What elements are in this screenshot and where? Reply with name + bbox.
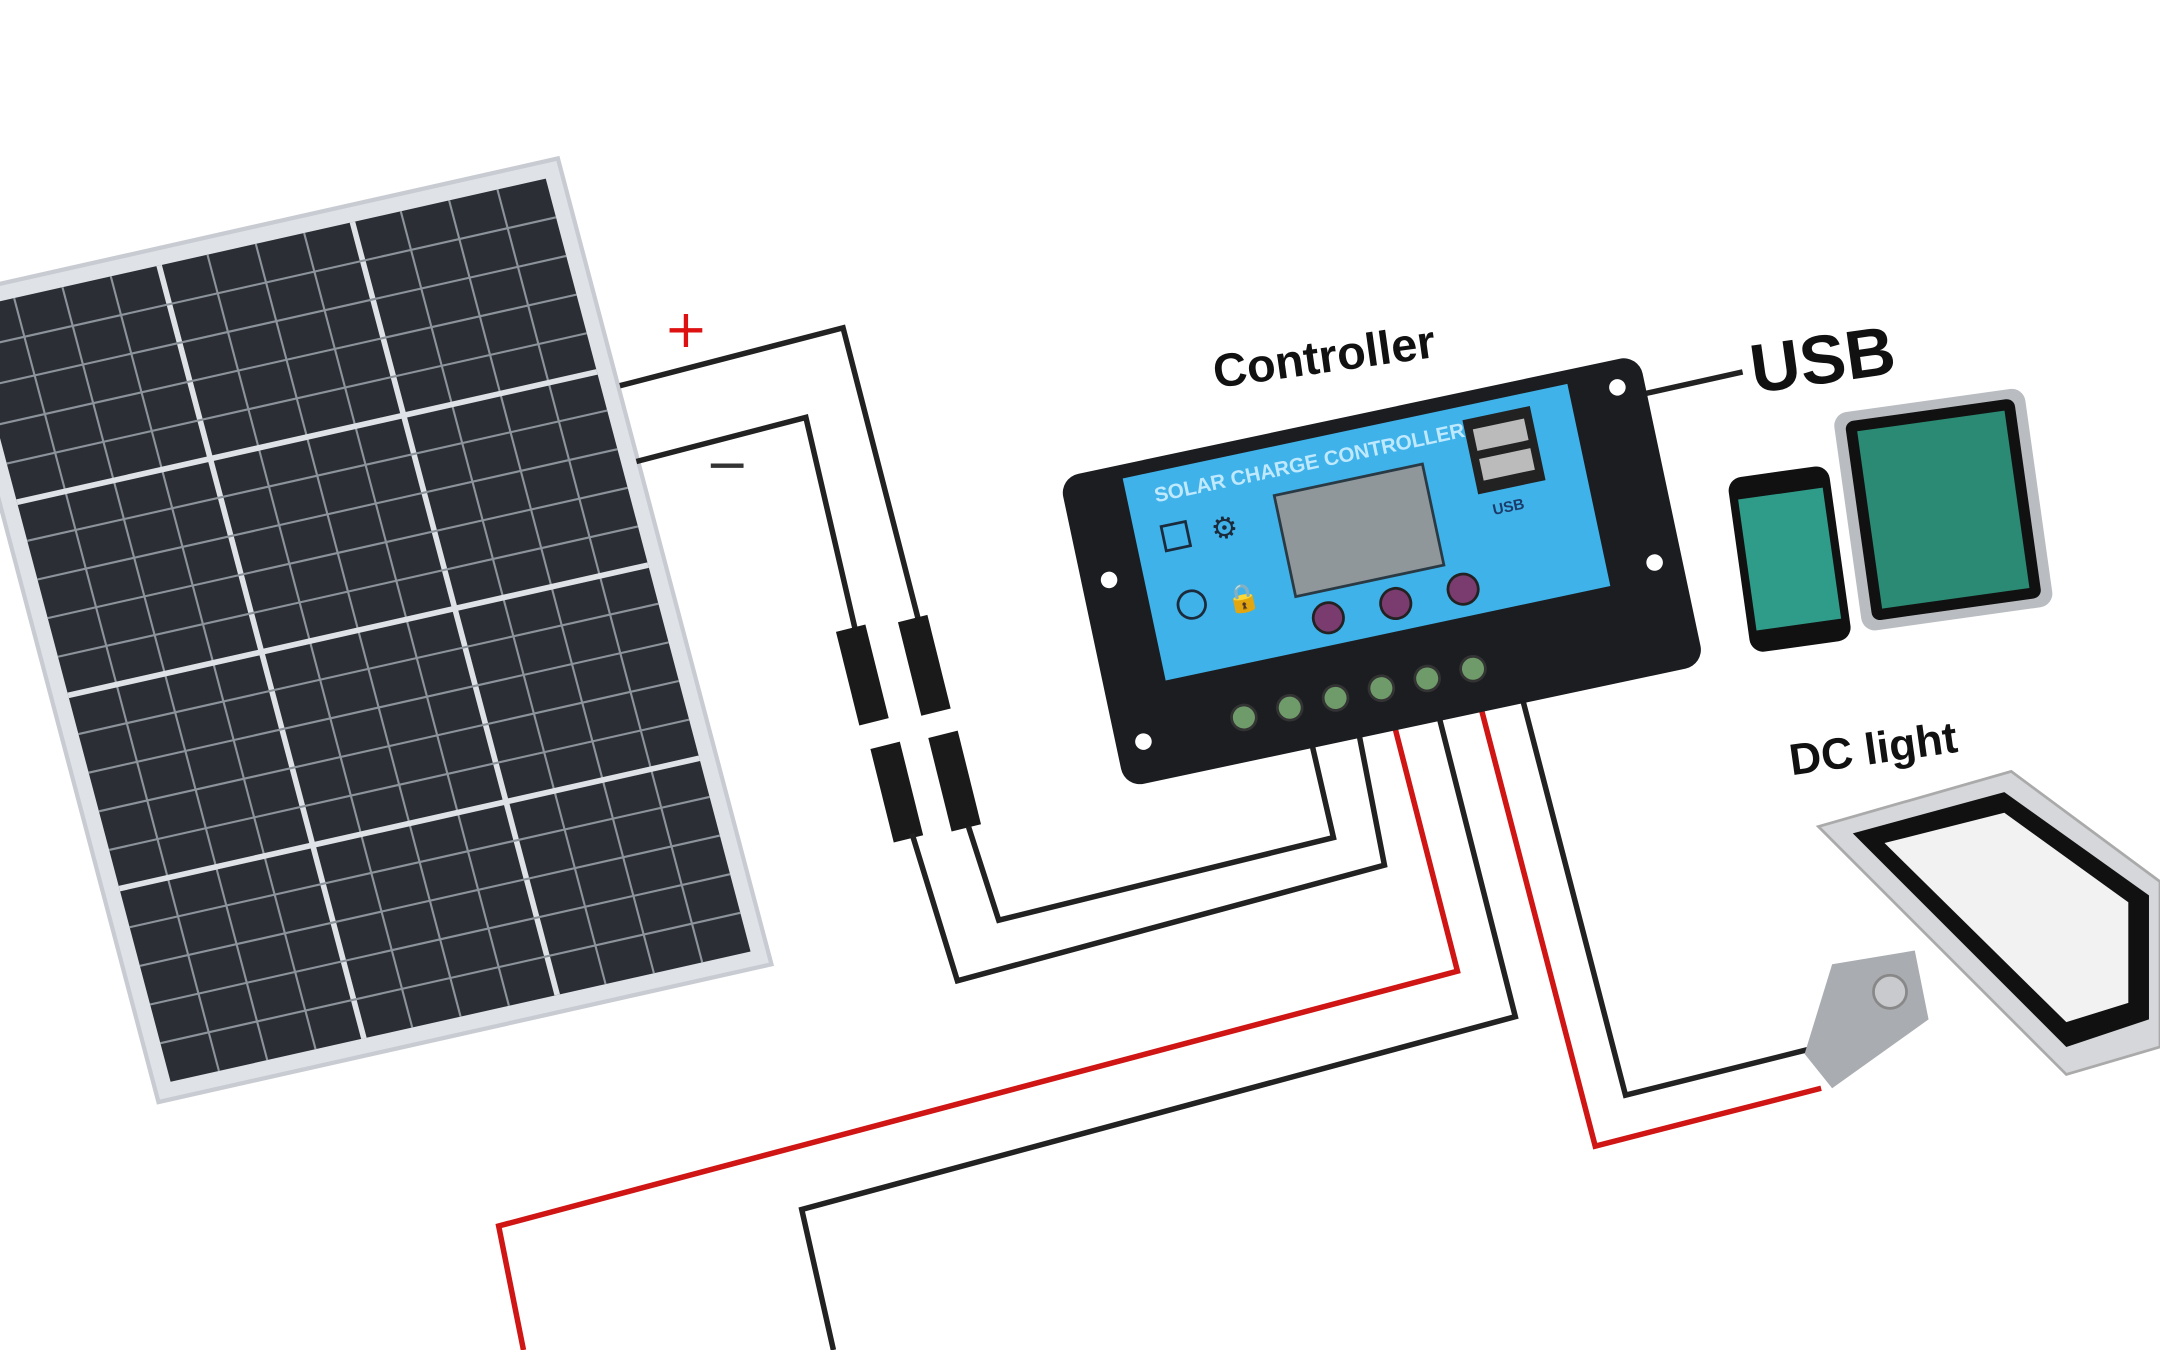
gear-icon: ⚙: [1208, 509, 1242, 549]
mount-hole: [1609, 379, 1626, 396]
usb-port[interactable]: [1472, 418, 1529, 451]
negative-wire-controller: [909, 722, 1388, 985]
panel-grid-line: [139, 834, 721, 967]
terminal-block: [1230, 654, 1487, 732]
plus-sign: +: [664, 299, 708, 360]
mc4-connector: [870, 741, 924, 843]
battery-positive-wire: [495, 712, 1461, 1350]
terminal-screw: [1275, 693, 1304, 722]
panel-grid-line: [0, 254, 567, 388]
minus-sign: −: [705, 434, 749, 495]
smartphone: [1728, 466, 1851, 652]
negative-wire-panel: [635, 414, 860, 638]
up-button[interactable]: [1378, 586, 1414, 622]
load-positive-wire: [1474, 690, 1822, 1150]
light-lens: [1884, 812, 2129, 1023]
panel-grid-line: [108, 718, 690, 851]
panel-grid-line: [129, 795, 710, 929]
panel-grid-line: [118, 755, 701, 892]
load-negative-wire: [1515, 681, 1809, 1099]
terminal-screw: [1367, 674, 1396, 703]
charge-controller: SOLAR CHARGE CONTROLLER USB ⚙ 🔒: [1062, 358, 1701, 785]
panel-grid-line: [98, 679, 680, 813]
mc4-connector: [835, 624, 889, 726]
down-button[interactable]: [1445, 571, 1481, 607]
panel-grid-line: [160, 911, 741, 1045]
lcd-screen: [1272, 462, 1446, 599]
dc-light-label: DC light: [1786, 713, 1960, 785]
terminal-screw: [1321, 684, 1350, 712]
clock-icon: [1176, 589, 1207, 620]
usb-label: USB: [1745, 311, 1900, 407]
mc4-connector: [928, 730, 982, 832]
panel-grid-line: [0, 293, 577, 426]
panel-grid-line: [149, 873, 731, 1006]
mount-hole: [1646, 554, 1663, 571]
panel-grid-line: [88, 641, 669, 774]
terminal-screw: [1230, 703, 1258, 732]
controller-label: Controller: [1210, 315, 1439, 398]
lock-icon: 🔒: [1223, 579, 1263, 617]
mount-hole: [1135, 733, 1152, 750]
panel-grid-line: [16, 369, 598, 505]
terminal-screw: [1413, 664, 1441, 693]
mc4-connector: [897, 614, 951, 716]
panel-grid-line: [57, 525, 639, 658]
mc4-connectors: [835, 614, 982, 843]
panel-grid-line: [6, 332, 587, 465]
panel-grid-line: [0, 216, 557, 349]
dc-flood-light: [1804, 769, 2160, 1089]
panel-grid-line: [67, 562, 649, 699]
panel-grid-line: [78, 602, 659, 736]
tablet-screen: [1857, 410, 2030, 609]
usb-port[interactable]: [1479, 448, 1535, 481]
terminal-screw: [1459, 654, 1487, 683]
battery-negative-wire: [798, 701, 1519, 1350]
panel-grid-line: [47, 486, 628, 620]
light-bracket: [1804, 950, 1929, 1089]
usb-mark: USB: [1491, 496, 1526, 519]
panel-grid: [0, 189, 741, 1072]
positive-wire-controller: [965, 729, 1337, 924]
panel-grid-line: [37, 448, 618, 581]
tablet: [1834, 388, 2053, 631]
menu-button[interactable]: [1310, 600, 1346, 636]
mcu-icon: [1159, 519, 1193, 553]
positive-wire-panel: [619, 324, 923, 628]
solar-panel: [0, 155, 775, 1105]
bracket-knob: [1872, 973, 1908, 1010]
mount-hole: [1100, 571, 1118, 589]
phone-screen: [1738, 487, 1842, 631]
panel-grid-line: [26, 409, 608, 542]
